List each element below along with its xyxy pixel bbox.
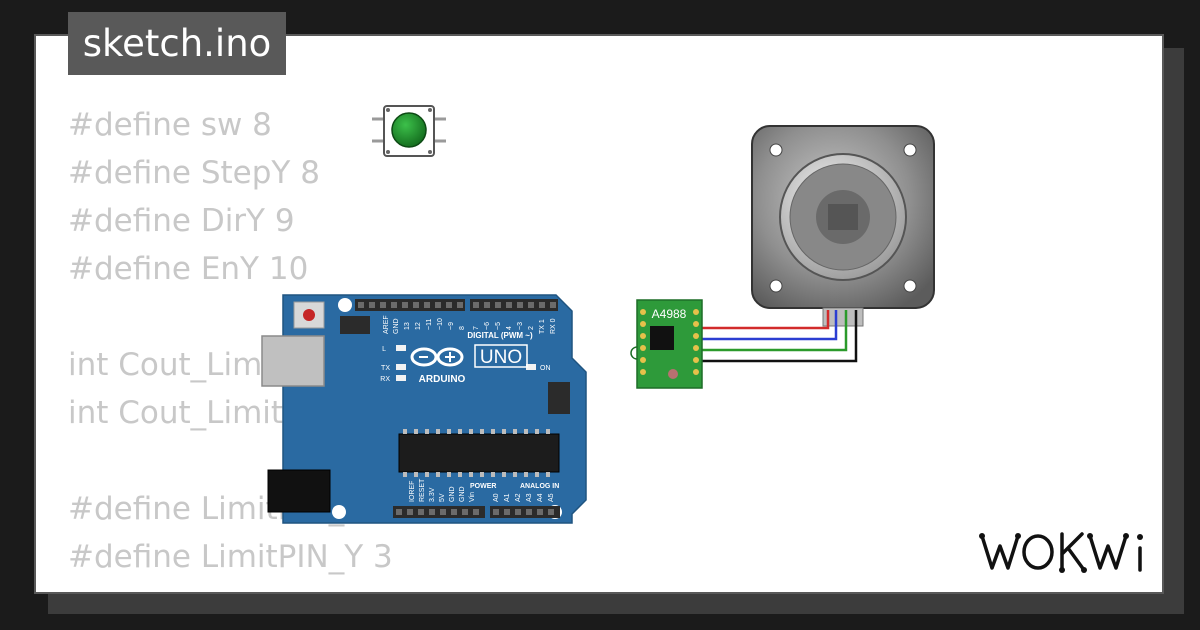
arduino-logo bbox=[410, 347, 464, 367]
pin-label: A2 bbox=[515, 493, 522, 502]
board-model: UNO bbox=[480, 347, 522, 368]
pin-label: GND bbox=[449, 486, 456, 502]
pin-label: 7 bbox=[473, 326, 480, 330]
pin-label: ~10 bbox=[437, 318, 444, 330]
pin-label: Vin bbox=[469, 492, 476, 502]
board-brand: ARDUINO bbox=[419, 374, 466, 385]
pin-label: 12 bbox=[415, 322, 422, 330]
code-line: #define LimitPIN_Y 3 bbox=[68, 539, 393, 575]
stepper-motor[interactable] bbox=[751, 125, 935, 327]
pin-label: TX 1 bbox=[539, 319, 546, 334]
stepper-driver[interactable]: A4988 bbox=[630, 299, 703, 389]
pin-label: RX 0 bbox=[550, 318, 557, 334]
button-cap[interactable] bbox=[391, 112, 427, 148]
pin-label: 4 bbox=[506, 326, 513, 330]
usb-port bbox=[261, 335, 325, 387]
digital-pins-label: DIGITAL (PWM ~) bbox=[467, 331, 533, 340]
pin-label: A0 bbox=[493, 493, 500, 502]
code-line: int Cout_LimitY bbox=[68, 395, 302, 431]
microcontroller-chip bbox=[398, 433, 560, 473]
pin-label: AREF bbox=[383, 315, 390, 334]
pin-label: A4 bbox=[537, 493, 544, 502]
driver-label: A4988 bbox=[652, 307, 687, 321]
pin-label: A3 bbox=[526, 493, 533, 502]
motor-wires bbox=[702, 310, 858, 363]
pin-label: ~9 bbox=[448, 322, 455, 330]
code-line: #define sw 8 bbox=[68, 107, 272, 143]
pin-label: 5V bbox=[439, 493, 446, 502]
pin-label: RESET bbox=[419, 478, 426, 502]
pushbutton[interactable] bbox=[372, 105, 446, 157]
power-pins-label: POWER bbox=[470, 483, 496, 490]
pin-label: IOREF bbox=[409, 481, 416, 502]
pin-label: 2 bbox=[528, 326, 535, 330]
code-line: #define EnY 10 bbox=[68, 251, 309, 287]
led-label: L bbox=[382, 346, 386, 353]
code-line: #define DirY 9 bbox=[68, 203, 295, 239]
pin-label: GND bbox=[393, 318, 400, 334]
pin-label: ~3 bbox=[517, 322, 524, 330]
pin-label: 3.3V bbox=[429, 487, 436, 502]
file-tab[interactable]: sketch.ino bbox=[68, 12, 286, 75]
reset-button[interactable] bbox=[303, 309, 315, 321]
power-jack bbox=[267, 469, 331, 513]
led-label: ON bbox=[540, 365, 551, 372]
pin-label: GND bbox=[459, 486, 466, 502]
wokwi-logo bbox=[979, 532, 1143, 573]
pin-label: ~6 bbox=[484, 322, 491, 330]
arduino-uno-board[interactable]: AREF GND 13 12 ~11 ~10 ~9 8 7 ~6 ~5 4 ~3… bbox=[261, 294, 587, 524]
led-label: TX bbox=[381, 365, 390, 372]
led-label: RX bbox=[380, 376, 390, 383]
analog-pins-label: ANALOG IN bbox=[520, 483, 559, 490]
pin-label: 13 bbox=[404, 322, 411, 330]
pin-label: A5 bbox=[548, 493, 555, 502]
code-line: #define StepY 8 bbox=[68, 155, 320, 191]
preview-card bbox=[34, 34, 1164, 594]
pin-label: ~11 bbox=[426, 319, 433, 330]
pin-label: 8 bbox=[459, 326, 466, 330]
pin-label: ~5 bbox=[495, 322, 502, 330]
pin-label: A1 bbox=[504, 493, 511, 502]
